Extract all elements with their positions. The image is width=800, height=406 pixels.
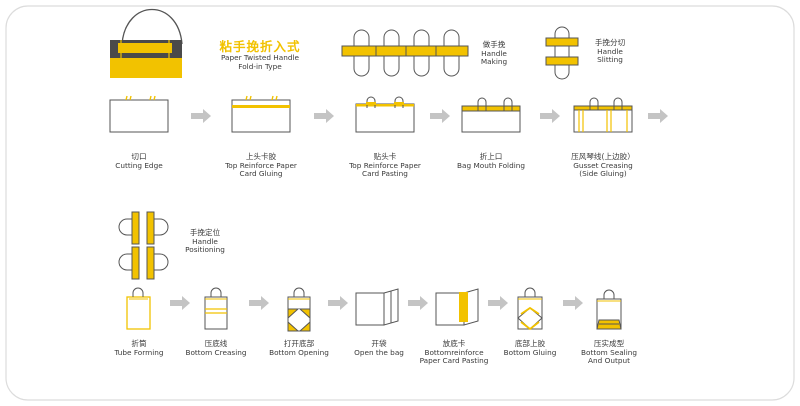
label-top-gluing: 上头卡胶 Top Reinforce Paper Card Gluing (225, 152, 297, 179)
label-handle-slitting: 手挽分切 Handle Slitting (594, 38, 626, 65)
handle-positioning-icon (118, 211, 169, 280)
arrow-r1-4 (540, 109, 560, 123)
handle-slitting-icon (545, 26, 579, 80)
title-en-1: Paper Twisted Handle (220, 53, 300, 63)
label-bottom-creasing: 压底线 Bottom Creasing (185, 339, 247, 357)
label-handle-making: 做手挽 Handle Making (480, 40, 508, 67)
step-tube-forming-shape (126, 287, 151, 330)
arrow-r2-5 (488, 296, 508, 310)
label-handle-positioning: 手挽定位 Handle Positioning (185, 228, 225, 255)
step-bottom-creasing-shape (204, 287, 228, 330)
arrow-r2-4 (408, 296, 428, 310)
arrow-r1-1 (191, 109, 211, 123)
step-top-gluing-shape (231, 95, 291, 133)
step-bottom-opening-shape (287, 287, 311, 332)
title-en-2: Fold-in Type (238, 61, 282, 71)
step-open-bag-shape (355, 288, 399, 326)
label-bottom-opening: 打开底部 Bottom Opening (269, 339, 329, 357)
arrow-r1-3 (430, 109, 450, 123)
title-cn: 粘手挽折入式 (219, 39, 301, 54)
label-tube-forming: 折筒 Tube Forming (114, 339, 164, 357)
label-bottom-card: 放底卡 Bottomreinforce Paper Card Pasting (419, 339, 489, 366)
arrow-r1-5 (648, 109, 668, 123)
outer-frame (5, 5, 795, 401)
label-card-pasting: 贴头卡 Top Reinforce Paper Card Pasting (349, 152, 421, 179)
step-bottom-gluing-shape (517, 287, 543, 331)
step-mouth-folding-shape (461, 97, 521, 133)
label-bottom-sealing: 压实成型 Bottom Sealing And Output (581, 339, 637, 366)
title-block: 粘手挽折入式 Paper Twisted Handle Fold-in Type (202, 39, 318, 71)
handle-making-icon (341, 29, 469, 77)
arrow-r2-1 (170, 296, 190, 310)
label-bottom-gluing: 底部上胶 Bottom Gluing (503, 339, 557, 357)
arrow-r1-2 (314, 109, 334, 123)
label-gusset-creasing: 压风琴线(上边胶） Gusset Creasing (Side Gluing) (571, 152, 635, 179)
step-bottom-sealing-shape (596, 289, 622, 330)
label-mouth-folding: 折上口 Bag Mouth Folding (457, 152, 525, 170)
step-bottom-card-shape (435, 288, 479, 326)
step-gusset-creasing-shape (573, 97, 633, 133)
label-cutting-edge: 切口 Cutting Edge (115, 152, 163, 170)
step-card-pasting-shape (355, 96, 415, 133)
product-icon (110, 9, 183, 78)
arrow-r2-2 (249, 296, 269, 310)
arrow-r2-3 (328, 296, 348, 310)
arrow-r2-6 (563, 296, 583, 310)
label-open-bag: 开袋 Open the bag (354, 339, 404, 357)
step-cutting-edge-shape (109, 95, 169, 133)
